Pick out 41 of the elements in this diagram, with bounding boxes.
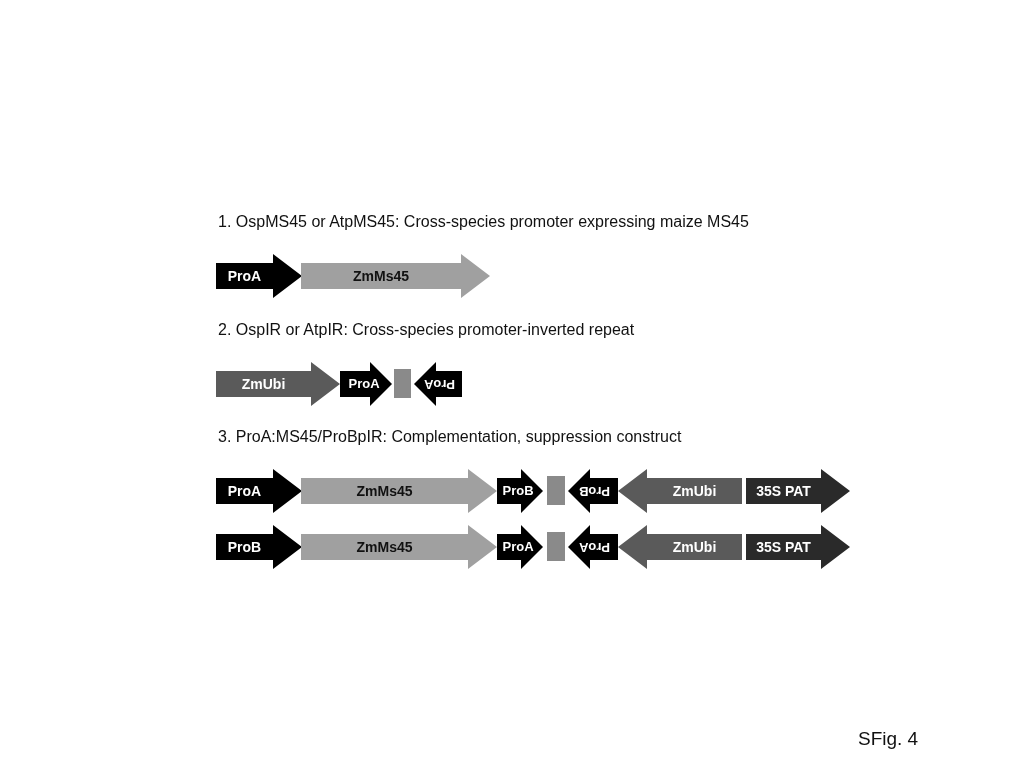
genetic-element: [301, 254, 490, 298]
genetic-element: [216, 254, 302, 298]
genetic-element: [340, 362, 392, 406]
element-label: ZmMs45: [353, 268, 409, 284]
genetic-element: [497, 469, 543, 513]
genetic-element: [618, 469, 742, 513]
genetic-element: [746, 469, 850, 513]
genetic-element: [301, 525, 497, 569]
element-label: ZmUbi: [672, 539, 717, 555]
element-label: 35S PAT: [756, 483, 811, 499]
figure-caption: SFig. 4: [858, 727, 919, 751]
spacer-block: [547, 476, 565, 505]
element-label: ProB: [502, 483, 534, 499]
genetic-element: [568, 525, 618, 569]
element-label: ProA: [424, 376, 456, 392]
section-heading: 2. OspIR or AtpIR: Cross-species promoter-inverted repeat: [218, 320, 635, 340]
genetic-element: [301, 469, 497, 513]
element-label: 35S PAT: [756, 539, 811, 555]
element-label: ZmUbi: [672, 483, 717, 499]
genetic-element: [618, 525, 742, 569]
genetic-element: [746, 525, 850, 569]
genetic-element: [568, 469, 618, 513]
section-heading: 3. ProA:MS45/ProBpIR: Complementation, suppression construct: [218, 427, 682, 447]
element-label: ZmMs45: [356, 483, 413, 499]
genetic-element: [216, 525, 302, 569]
element-label: ZmUbi: [241, 376, 286, 392]
element-label: ProA: [502, 539, 534, 555]
element-label: ProA: [348, 376, 380, 392]
genetic-element: [497, 525, 543, 569]
element-label: ProB: [227, 539, 262, 555]
section-heading: 1. OspMS45 or AtpMS45: Cross-species promoter expressing maize MS45: [218, 212, 749, 232]
element-label: ProA: [227, 483, 262, 499]
genetic-element: [216, 469, 302, 513]
genetic-element: [414, 362, 462, 406]
spacer-block: [394, 369, 411, 398]
element-label: ProB: [579, 483, 611, 499]
element-label: ZmMs45: [356, 539, 413, 555]
genetic-element: [216, 362, 340, 406]
element-label: ProA: [227, 268, 262, 284]
spacer-block: [547, 532, 565, 561]
element-label: ProA: [579, 539, 611, 555]
